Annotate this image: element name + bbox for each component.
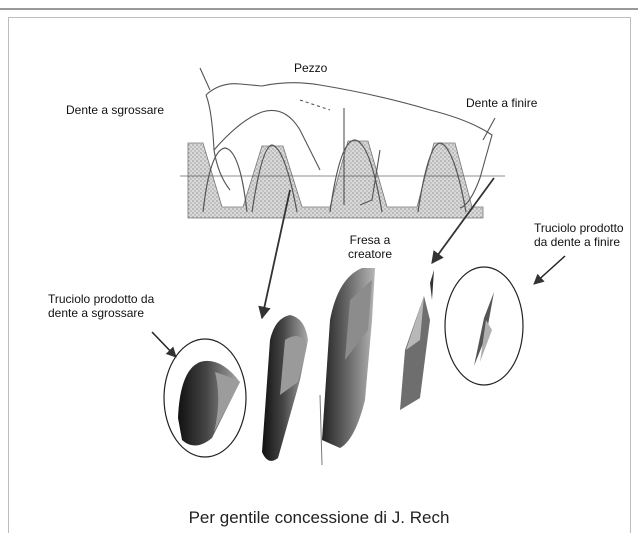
label-truciolo-finire-line2: da dente a finire: [534, 235, 624, 249]
figure-caption: Per gentile concessione di J. Rech: [0, 508, 638, 528]
finishing-chip-circle: [445, 267, 523, 385]
workpiece-section: [180, 141, 505, 218]
label-truciolo-sgrossare: Truciolo prodotto da dente a sgrossare: [48, 292, 154, 320]
label-fresa: Fresa a creatore: [345, 233, 395, 261]
label-fresa-line2: creatore: [345, 247, 395, 261]
label-fresa-line1: Fresa a: [345, 233, 395, 247]
roughing-chip-circle: [164, 339, 246, 457]
label-truciolo-sgrossare-line1: Truciolo prodotto da: [48, 292, 154, 306]
label-truciolo-finire-line1: Truciolo prodotto: [534, 221, 624, 235]
label-truciolo-sgrossare-line2: dente a sgrossare: [48, 306, 154, 320]
label-pezzo: Pezzo: [294, 61, 327, 75]
hob-chip-sequence: [262, 268, 434, 465]
label-dente-finire: Dente a finire: [466, 96, 537, 110]
label-truciolo-finire: Truciolo prodotto da dente a finire: [534, 221, 624, 249]
label-dente-sgrossare: Dente a sgrossare: [66, 103, 164, 117]
